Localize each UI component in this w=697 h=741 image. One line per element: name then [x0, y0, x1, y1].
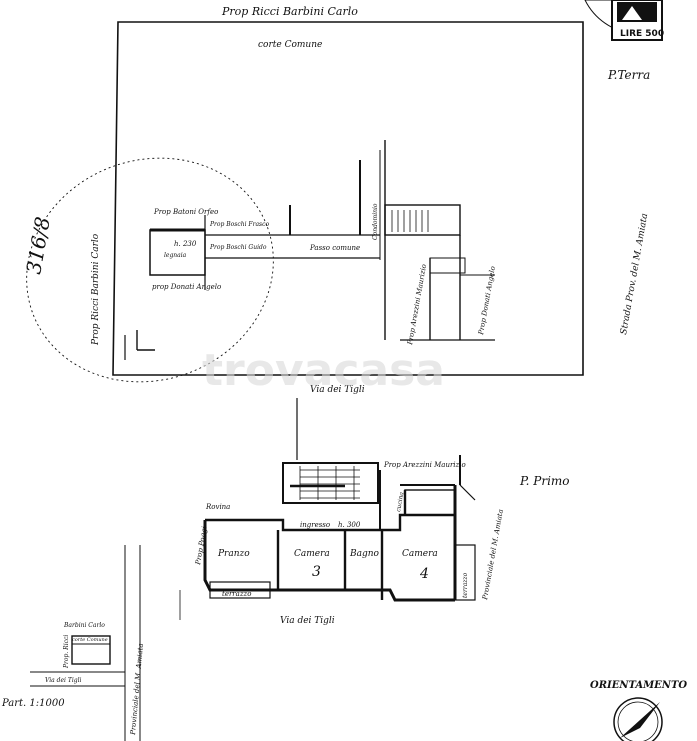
road-right-label: Strada Prov. del M. Amiata	[619, 213, 650, 336]
stamp-text: LIRE 500	[620, 29, 664, 39]
terrazzo-right	[454, 544, 476, 601]
street-ground-label: Via dei Tigli	[310, 385, 365, 395]
location-map	[30, 545, 141, 741]
ingresso-label: ingresso	[300, 521, 330, 529]
condominio-label: Condominio	[372, 203, 379, 240]
revenue-stamp: LIRE 500	[584, 0, 664, 41]
map-owner-label: Barbini Carlo	[63, 622, 105, 629]
cucina-label: cucina	[395, 491, 405, 512]
room-number-4: 4	[419, 566, 429, 582]
passage-label: Passo comune	[309, 244, 360, 252]
street-first-label: Via dei Tigli	[280, 616, 335, 626]
first-height-label: h. 300	[338, 521, 361, 529]
map-road-label: Provinciale del M. Amiata	[129, 643, 145, 736]
room-camera-3-label: Camera	[294, 549, 330, 559]
road-first-label: Provinciale del M. Amiata	[481, 509, 505, 602]
map-corte-label: corte Comune	[72, 637, 108, 643]
room-bagno-label: Bagno	[349, 549, 380, 559]
room-number-3: 3	[312, 564, 321, 580]
map-ricci-label: Prop. Ricci	[63, 635, 70, 669]
lot-boundary	[112, 21, 584, 376]
owner-boschi-guido-label: Prop Boschi Guido	[209, 244, 267, 251]
stair-treads	[391, 210, 429, 232]
room-camera-4-label: Camera	[402, 549, 438, 559]
owner-arezzini-first-label: Prop Arezzini Maurizio	[383, 461, 466, 469]
owner-batoni-label: Prop Batoni Orfeo	[153, 208, 218, 216]
room-pranzo-label: Pranzo	[217, 549, 250, 559]
owner-arezzini-ground-label: Prop Arezzini Maurizio	[406, 264, 428, 347]
room-use-label: legnaia	[164, 252, 187, 259]
orientation-label: ORIENTAMENTO	[590, 680, 687, 691]
watermark: trovacasa	[202, 345, 445, 396]
terrazzo-bottom-label: terrazzo	[222, 590, 251, 598]
parcel-outline	[26, 157, 274, 383]
rovina-label: Rovina	[205, 503, 230, 511]
terrazzo-right-label: terrazzo	[462, 572, 469, 598]
stair-block	[384, 204, 461, 236]
ground-floor-title: P.Terra	[607, 68, 650, 82]
first-floor-title: P. Primo	[519, 474, 570, 488]
room-height-label: h. 230	[174, 240, 197, 248]
terrazzo-bottom	[209, 581, 271, 599]
owner-boschi-frasco-label: Prop Boschi Frasco	[209, 221, 269, 228]
top-owner-label: Prop Ricci Barbini Carlo	[221, 5, 358, 18]
map-street-label: Via dei Tigli	[45, 677, 82, 684]
map-scale-label: Part. 1:1000	[1, 698, 65, 709]
parcel-number: 316/8	[21, 215, 55, 276]
first-floor-plan	[179, 398, 476, 620]
left-owner-label: Prop Ricci Barbini Carlo	[91, 233, 101, 346]
compass-icon	[613, 697, 663, 741]
ground-floor-plan	[26, 21, 584, 383]
courtyard-label: corte Comune	[258, 40, 322, 50]
owner-donati-right-label: Prop Donati Angelo	[477, 266, 497, 337]
owner-donati-label: prop Donati Angelo	[152, 283, 221, 291]
first-floor-stairs	[282, 462, 379, 504]
cucina-box	[404, 489, 456, 516]
